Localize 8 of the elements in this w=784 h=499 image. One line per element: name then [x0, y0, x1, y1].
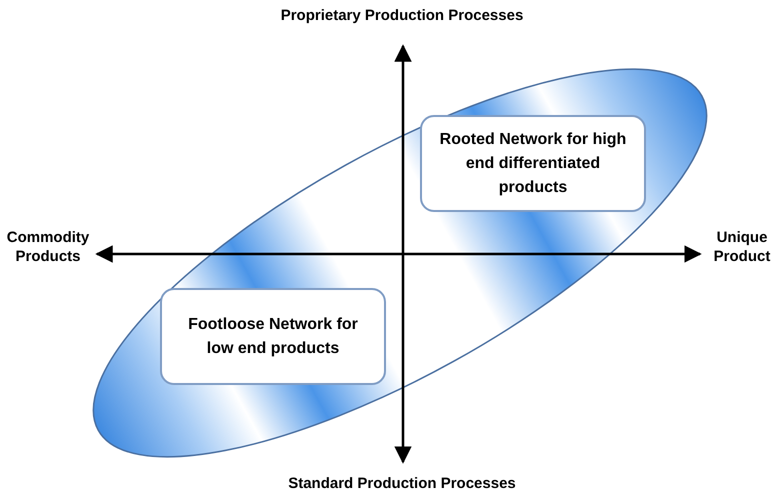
axis-label: Proprietary Production Processes [280, 6, 524, 25]
rounded-box [160, 288, 386, 385]
box-text: Footloose Network for low end products [187, 314, 359, 358]
axis-label: Standard Production Processes [287, 474, 517, 493]
box-text: Rooted Network for high end differentiated products [438, 130, 628, 198]
axis-label: Commodity Products [6, 228, 90, 266]
rounded-box [420, 115, 646, 212]
axis-label: Unique Product [712, 228, 772, 266]
